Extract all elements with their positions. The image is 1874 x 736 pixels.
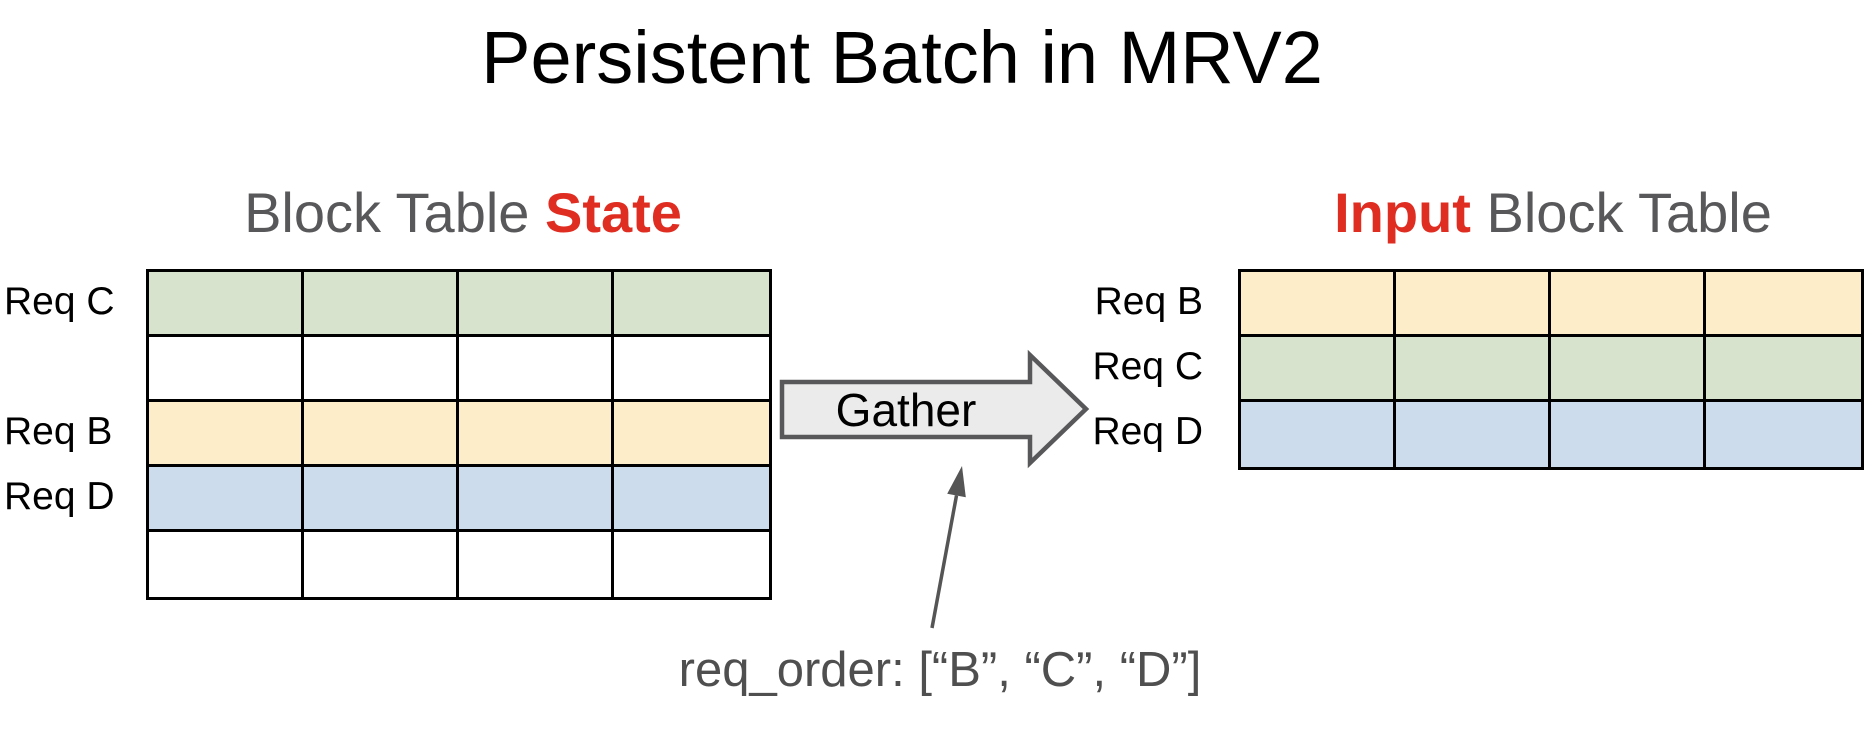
block-cell <box>614 467 769 532</box>
row-label <box>0 334 140 399</box>
block-cell <box>459 272 614 337</box>
annotation-arrow <box>930 466 966 629</box>
block-cell <box>1241 272 1396 337</box>
row-label: Req D <box>4 474 115 518</box>
block-cell <box>1241 402 1396 467</box>
state-block-table <box>146 269 772 600</box>
block-cell <box>459 532 614 597</box>
annotation-arrow-line <box>930 495 959 629</box>
block-cell <box>149 272 304 337</box>
block-cell <box>149 402 304 467</box>
block-cell <box>1706 337 1861 402</box>
block-cell <box>459 337 614 402</box>
block-cell <box>149 467 304 532</box>
right-heading-plain: Block Table <box>1470 181 1772 244</box>
gather-arrow-label: Gather <box>835 383 977 436</box>
block-cell <box>304 337 459 402</box>
row-label: Req B <box>1094 279 1203 323</box>
block-cell <box>1551 272 1706 337</box>
block-cell <box>304 532 459 597</box>
row-label <box>0 529 140 594</box>
block-cell <box>1551 402 1706 467</box>
req-order-annotation: req_order: [“B”, “C”, “D”] <box>678 643 1202 697</box>
slide-title: Persistent Batch in MRV2 <box>481 16 1323 99</box>
row-label: Req B <box>4 409 113 453</box>
block-cell <box>1396 402 1551 467</box>
left-table-heading: Block Table State <box>146 185 780 241</box>
block-cell <box>1396 337 1551 402</box>
block-cell <box>149 532 304 597</box>
state-table-row-labels: Req C Req B Req D <box>0 269 140 594</box>
right-heading-highlight: Input <box>1334 181 1471 244</box>
block-cell <box>1706 402 1861 467</box>
input-table-row-labels: Req B Req C Req D <box>1080 269 1206 464</box>
right-table-heading: Input Block Table <box>1238 185 1868 241</box>
row-label: Req C <box>4 279 115 323</box>
block-cell <box>459 467 614 532</box>
block-cell <box>614 532 769 597</box>
left-heading-plain: Block Table <box>244 181 545 244</box>
block-cell <box>614 402 769 467</box>
block-cell <box>304 272 459 337</box>
row-label: Req C <box>1092 344 1203 388</box>
block-cell <box>1241 337 1396 402</box>
row-label: Req D <box>1092 409 1203 453</box>
input-block-table <box>1238 269 1864 470</box>
block-cell <box>1551 337 1706 402</box>
block-cell <box>1706 272 1861 337</box>
block-cell <box>459 402 614 467</box>
block-cell <box>614 272 769 337</box>
block-cell <box>149 337 304 402</box>
block-cell <box>304 467 459 532</box>
block-cell <box>1396 272 1551 337</box>
block-cell <box>304 402 459 467</box>
block-cell <box>614 337 769 402</box>
annotation-arrowhead <box>947 466 966 498</box>
left-heading-highlight: State <box>544 181 682 244</box>
